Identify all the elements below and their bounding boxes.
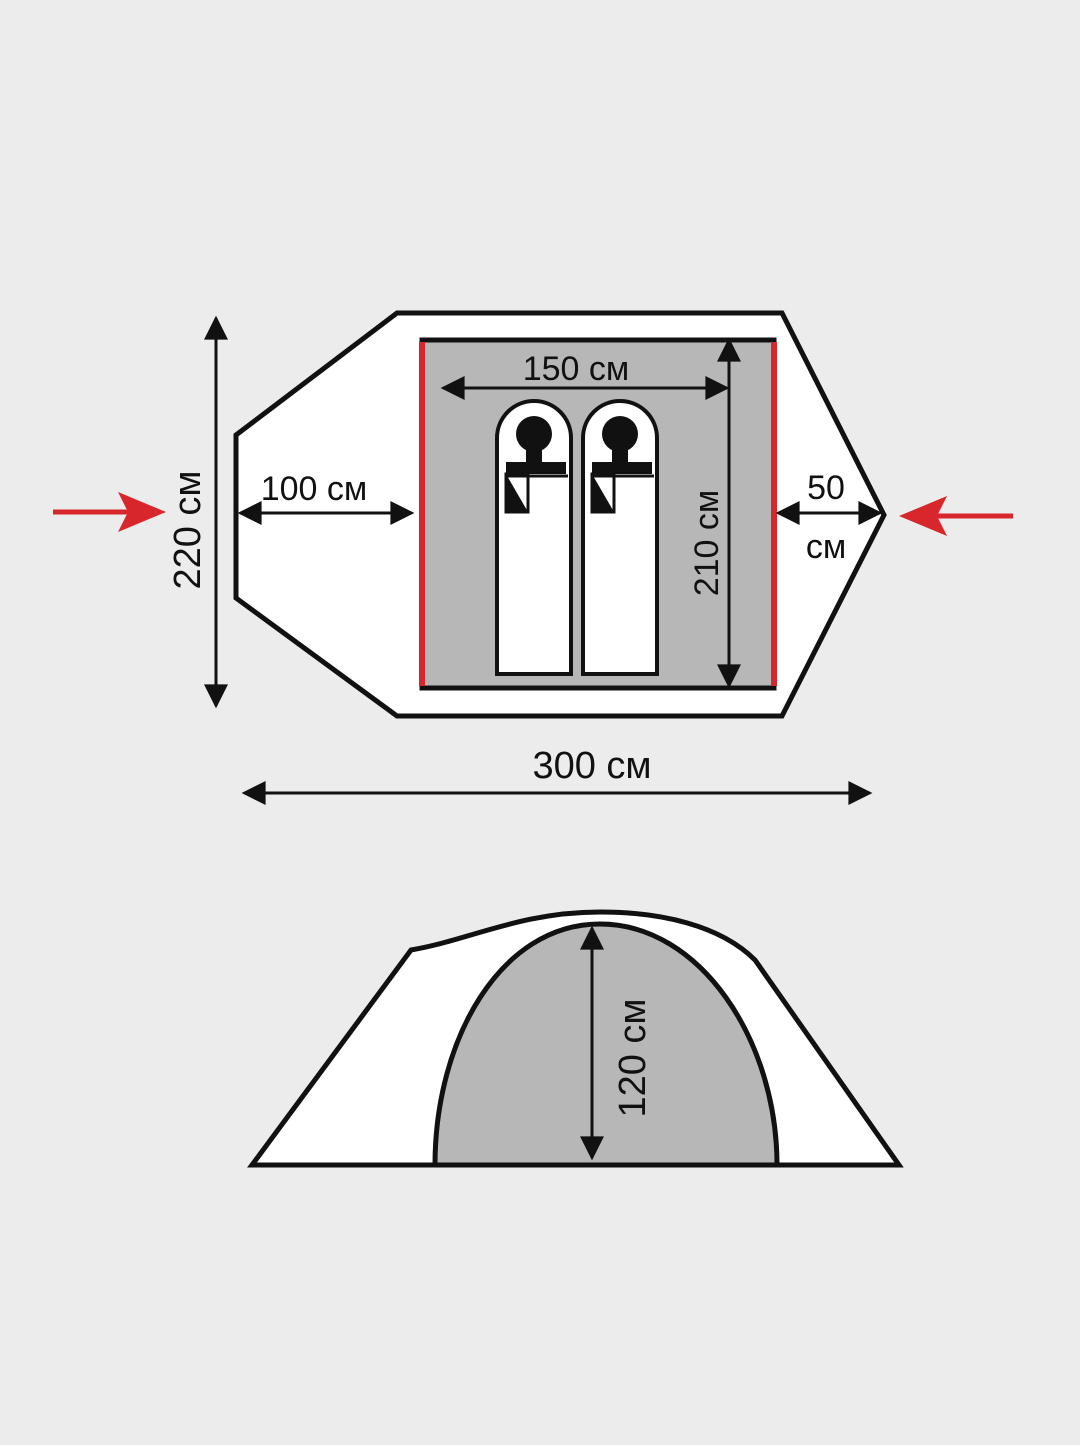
dim-inner-length-label: 210 см <box>688 490 726 597</box>
side-view: 120 см <box>247 909 904 1168</box>
inner-tent-side <box>432 921 780 1168</box>
dim-total-width-label: 220 см <box>167 470 209 589</box>
sleeping-bag-1 <box>495 399 573 676</box>
sleeping-bag-2 <box>581 399 659 676</box>
dim-front-vestibule-label: 100 см <box>261 470 368 508</box>
entrance-arrow-left <box>53 492 166 532</box>
dim-total-length-label: 300 см <box>532 745 651 787</box>
dim-rear-vestibule-value: 50 <box>807 469 845 507</box>
dim-rear-vestibule-unit: см <box>806 528 846 566</box>
entrance-arrow-right <box>899 496 1013 536</box>
dim-height-label: 120 см <box>612 998 654 1117</box>
dim-inner-width-label: 150 см <box>523 350 630 388</box>
plan-view: 150 см 210 см 100 см 50 см 220 см 300 см <box>53 310 1013 805</box>
